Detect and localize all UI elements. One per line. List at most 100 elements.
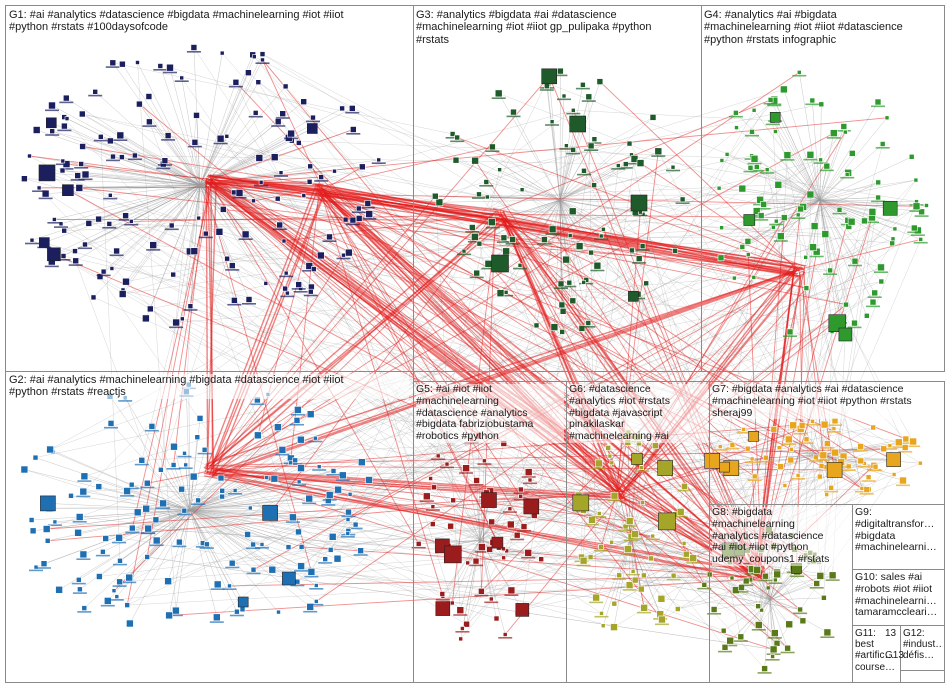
network-node <box>803 255 809 260</box>
node-label-mark <box>275 117 290 119</box>
network-edge <box>205 270 797 466</box>
network-node <box>501 546 506 552</box>
node-label-mark <box>125 531 140 534</box>
network-edge <box>150 184 201 309</box>
network-node <box>744 238 752 245</box>
network-edge <box>148 96 201 186</box>
network-node <box>133 508 142 517</box>
network-node <box>295 528 302 536</box>
node-label-mark <box>745 134 759 137</box>
network-edge <box>53 253 622 494</box>
network-edge <box>559 199 583 329</box>
network-edge <box>442 539 481 597</box>
node-label-mark <box>628 538 642 540</box>
network-node <box>681 541 687 546</box>
network-node <box>109 59 117 67</box>
network-edge <box>583 510 631 541</box>
node-label-mark <box>120 495 135 497</box>
network-edge <box>119 537 602 614</box>
network-node <box>496 289 505 298</box>
network-avatar-node <box>828 314 847 333</box>
network-node <box>497 167 502 172</box>
network-edge <box>103 184 201 272</box>
network-edge <box>163 163 201 186</box>
network-edge <box>111 184 201 269</box>
network-node <box>298 544 305 550</box>
network-node <box>252 110 259 116</box>
network-node <box>307 163 314 170</box>
network-node <box>637 585 645 593</box>
node-label-mark <box>803 158 818 161</box>
network-edge <box>210 180 763 578</box>
network-node <box>797 205 804 213</box>
network-edge <box>29 155 201 186</box>
network-avatar-node <box>523 498 540 515</box>
network-node <box>524 549 533 557</box>
network-edge <box>640 162 797 267</box>
node-label-mark <box>47 524 62 526</box>
node-label-mark <box>321 504 336 506</box>
network-edge <box>629 539 652 559</box>
node-label-mark <box>865 221 879 224</box>
network-node <box>488 596 494 602</box>
network-edge <box>53 110 574 255</box>
network-edge <box>467 539 481 564</box>
network-node <box>450 497 457 504</box>
network-edge <box>77 175 201 186</box>
network-edge <box>208 175 497 211</box>
network-node <box>823 162 831 170</box>
network-node <box>196 415 204 422</box>
network-edge <box>84 509 191 609</box>
network-edge <box>189 509 238 612</box>
node-label-mark <box>174 80 189 82</box>
network-node <box>259 542 265 547</box>
network-node <box>164 132 172 139</box>
network-node <box>737 633 745 641</box>
network-node <box>365 476 373 484</box>
network-edge <box>125 155 752 282</box>
node-label-mark <box>758 579 773 582</box>
network-node <box>40 560 48 568</box>
node-label-mark <box>484 601 499 604</box>
node-label-mark <box>828 424 842 426</box>
node-label-mark <box>841 469 856 471</box>
node-label-mark <box>70 179 85 181</box>
network-node <box>670 572 677 579</box>
node-label-mark <box>455 631 470 633</box>
network-edge <box>760 212 873 550</box>
network-node <box>721 643 729 651</box>
network-node <box>752 207 761 215</box>
network-node <box>241 230 250 239</box>
network-node <box>596 78 604 85</box>
node-label-mark <box>485 150 500 152</box>
node-label-mark <box>611 168 626 170</box>
network-node <box>575 242 584 250</box>
network-edge <box>209 76 550 472</box>
network-node <box>471 156 479 165</box>
network-node <box>610 623 618 631</box>
node-label-mark <box>56 259 71 261</box>
network-node <box>310 266 317 272</box>
network-node <box>559 329 566 335</box>
network-node <box>289 513 297 522</box>
network-node <box>751 473 758 480</box>
network-node <box>599 611 604 616</box>
network-edge <box>203 213 494 469</box>
network-node <box>119 60 126 68</box>
node-label-mark <box>707 613 722 615</box>
network-node <box>631 530 639 539</box>
node-label-mark <box>645 538 660 541</box>
node-label-mark <box>780 159 795 161</box>
network-node <box>220 206 227 213</box>
node-label-mark <box>809 255 824 258</box>
network-edge <box>50 259 567 450</box>
network-node <box>818 463 825 469</box>
network-node <box>318 174 325 180</box>
node-label-mark <box>585 523 599 526</box>
group-label-g12: G12: #indust… défis… <box>903 628 943 662</box>
network-edge <box>207 129 354 182</box>
node-label-mark <box>675 202 690 204</box>
network-node <box>813 454 819 461</box>
network-node <box>74 528 82 537</box>
network-node <box>106 221 113 227</box>
